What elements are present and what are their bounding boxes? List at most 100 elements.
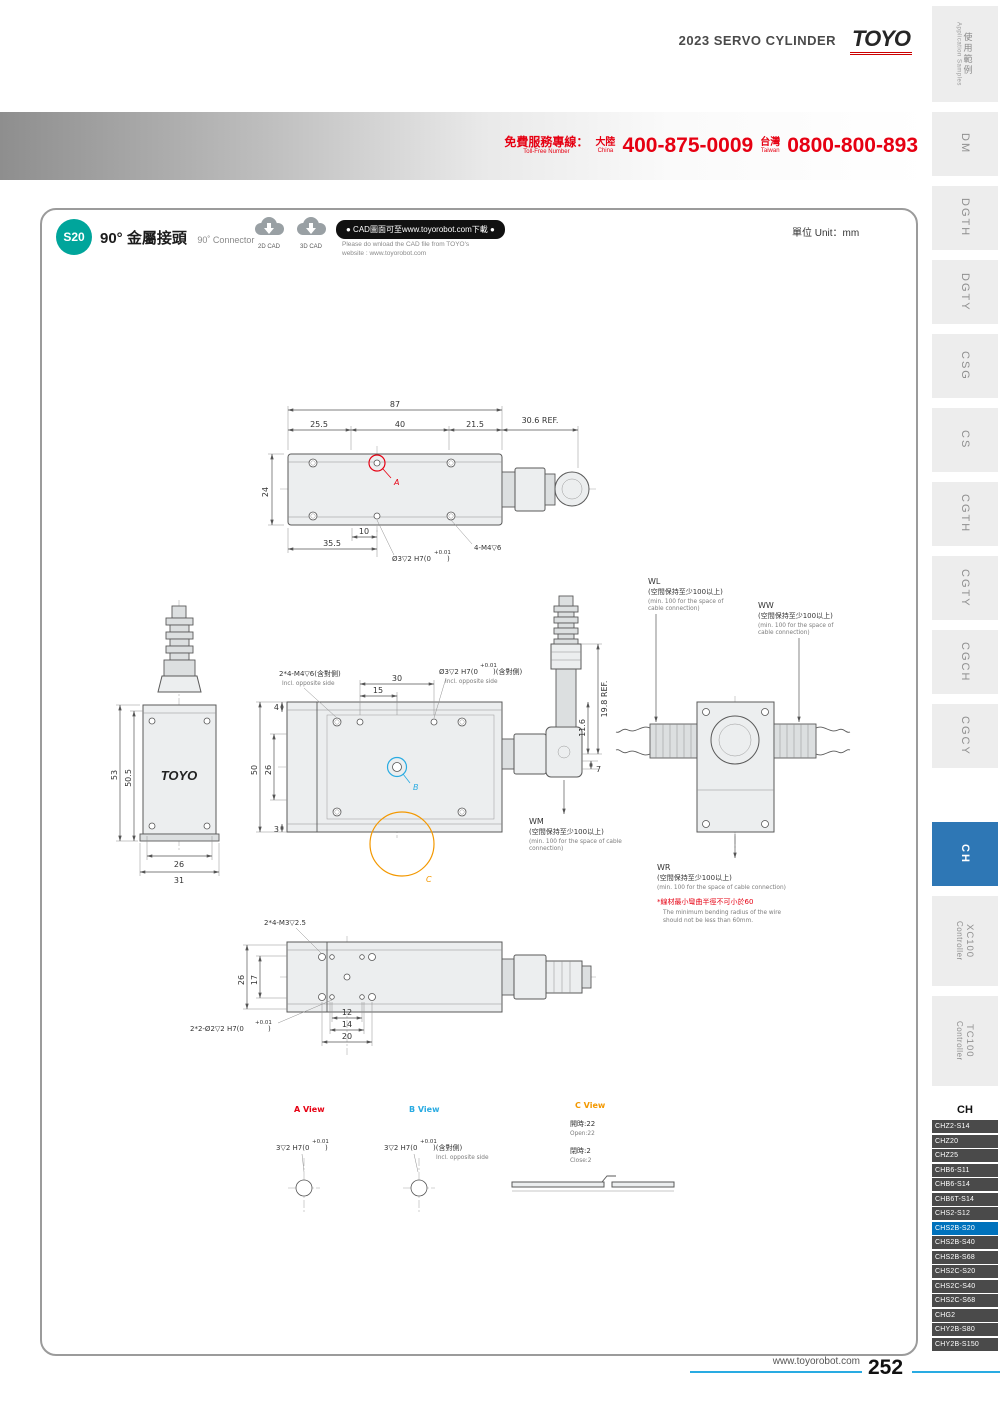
model-row-chs2c-s68[interactable]: CHS2C-S68 <box>932 1294 998 1307</box>
tab-application-samples-zh: 使用範例 <box>962 32 973 76</box>
model-row-chb6-s11[interactable]: CHB6-S11 <box>932 1163 998 1177</box>
sidebar-tab-tc100-controller[interactable]: TC100 Controller <box>932 996 998 1086</box>
plan-screws-callout: 2*4-M4▽6(含對側) <box>279 669 341 678</box>
wm-en1: (min. 100 for the space of cable <box>529 839 622 845</box>
sidebar-tab-cgth[interactable]: CGTH <box>932 482 998 546</box>
taiwan-label-zh: 台灣 <box>760 137 781 149</box>
dim-40: 40 <box>395 420 405 429</box>
toyo-logo: TOYO <box>850 26 912 55</box>
sidebar-tab-xc100-controller[interactable]: XC100 Controller <box>932 896 998 986</box>
ww-en1: (min. 100 for the space of <box>758 623 834 629</box>
sidebar-tab-dgty[interactable]: DGTY <box>932 260 998 324</box>
model-row-chz2-s14[interactable]: CHZ2-S14 <box>932 1120 998 1133</box>
model-row-chy2b-s80[interactable]: CHY2B-S80 <box>932 1323 998 1336</box>
header-title: 2023 SERVO CYLINDER <box>678 33 837 48</box>
model-row-chs2b-s68[interactable]: CHS2B-S68 <box>932 1250 998 1264</box>
tollfree-taiwan-label: 台灣 Taiwan <box>760 137 780 155</box>
dim-20: 20 <box>342 1032 352 1041</box>
bottom-view-connector <box>501 954 592 1000</box>
page-header: 2023 SERVO CYLINDER TOYO <box>0 26 918 55</box>
model-row-chs2b-s20[interactable]: CHS2B-S20 <box>932 1221 998 1235</box>
a-view-callout: 3▽2 H7(0 <box>276 1144 309 1152</box>
plan-view: 2*4-M4▽6(含對側) Incl. opposite side 30 15 … <box>250 595 622 884</box>
tollfree-label-en: Toll-Free Number <box>523 149 570 156</box>
dim-26-plan: 26 <box>264 765 273 775</box>
plan-hole-callout: Ø3▽2 H7(0 <box>439 668 478 676</box>
wr-title: WR <box>657 863 671 872</box>
pin-hole-callout: Ø3▽2 H7(0 <box>392 555 431 563</box>
tollfree-label-zh: 免費服務專線： <box>504 135 589 150</box>
cad-3d-download[interactable]: 3D CAD <box>292 216 330 250</box>
model-row-chs2c-s40[interactable]: CHS2C-S40 <box>932 1279 998 1293</box>
taiwan-phone-number: 0800-800-893 <box>787 134 918 157</box>
model-badge-label: S20 <box>63 230 85 244</box>
sidebar-tab-cs[interactable]: CS <box>932 408 998 472</box>
c-view-open-en: Open:22 <box>570 1131 595 1137</box>
model-row-chg2[interactable]: CHG2 <box>932 1308 998 1322</box>
model-row-chs2-s12[interactable]: CHS2-S12 <box>932 1207 998 1220</box>
top-view-connector <box>501 467 590 512</box>
cad-note-line2: website : www.toyorobot.com <box>342 249 427 257</box>
model-row-chs2c-s20[interactable]: CHS2C-S20 <box>932 1265 998 1278</box>
dim-31: 31 <box>174 876 184 885</box>
sidebar-tab-ch[interactable]: CH <box>932 822 998 886</box>
tab-xc100-sub: Controller <box>955 921 964 961</box>
sidebar-tab-dgth[interactable]: DGTH <box>932 186 998 250</box>
pin-hole-tolerance: +0.01 <box>434 550 451 556</box>
detail-views: A View 3▽2 H7(0 +0.01 ) B View 3▽2 H7(0 … <box>276 1101 675 1212</box>
sidebar-tab-cgcy[interactable]: CGCY <box>932 704 998 768</box>
bottom-view: 2*4-M3▽2.5 26 17 2*2-Ø2▽2 H7(0 +0.01 ) 1… <box>190 919 598 1055</box>
tollfree-china-label: 大陸 China <box>595 137 615 155</box>
sidebar-tab-application-samples[interactable]: 使用範例 Application Samples <box>932 6 998 102</box>
model-row-chy2b-s150[interactable]: CHY2B-S150 <box>932 1337 998 1351</box>
tab-cgth-label: CGTH <box>959 494 971 534</box>
footer-rule-left <box>690 1371 862 1373</box>
footer-rule-right <box>912 1371 1000 1373</box>
sidebar-tab-cgch[interactable]: CGCH <box>932 630 998 694</box>
c-view-close-zh: 閉時:2 <box>570 1147 591 1155</box>
marker-c-label: C <box>426 875 432 884</box>
model-row-chb6-s14[interactable]: CHB6-S14 <box>932 1178 998 1191</box>
bend-radius-zh: *線材最小彎曲半徑不可小於60 <box>657 897 753 906</box>
dim-15: 15 <box>373 686 383 695</box>
model-row-chs2b-s40[interactable]: CHS2B-S40 <box>932 1236 998 1249</box>
dim-50-5: 50.5 <box>124 769 133 787</box>
note-wm: WM (空間保持至少100以上) (min. 100 for the space… <box>529 817 622 852</box>
thread-callout: 4-M4▽6 <box>474 544 502 552</box>
sidebar-tab-cgty[interactable]: CGTY <box>932 556 998 620</box>
wl-en1: (min. 100 for the space of <box>648 599 724 605</box>
bottom-hole-callout: 2*2-Ø2▽2 H7(0 <box>190 1025 244 1033</box>
dim-24: 24 <box>261 487 270 497</box>
top-view-dimension-lines <box>268 406 579 557</box>
page-title-zh: 90° 金屬接頭 <box>100 230 187 247</box>
end-view: WL (空間保持至少100以上) (min. 100 for the space… <box>615 577 851 924</box>
plan-hole-callout-en: Incl. opposite side <box>445 679 498 685</box>
plan-hole-tolerance: +0.01 <box>480 663 497 669</box>
tab-tc100-sub: Controller <box>955 1021 964 1061</box>
model-row-chz25[interactable]: CHZ25 <box>932 1149 998 1162</box>
tab-tc100-label: TC100 <box>964 1024 975 1058</box>
cad-download-banner[interactable]: ● CAD圖面可至www.toyorobot.com下載 ● <box>336 220 505 239</box>
dim-14: 14 <box>342 1020 352 1029</box>
plan-screws-callout-en: Incl. opposite side <box>282 681 335 687</box>
tab-cgty-label: CGTY <box>959 568 971 608</box>
dim-12: 12 <box>342 1008 352 1017</box>
sidebar-tab-dm[interactable]: DM <box>932 112 998 176</box>
cad-2d-label: 2D CAD <box>257 244 280 250</box>
tollfree-block: 免費服務專線： Toll-Free Number 大陸 China 400-87… <box>504 134 918 158</box>
wm-zh: (空間保持至少100以上) <box>529 827 604 836</box>
plan-view-holes <box>332 717 467 817</box>
b-view-tolerance: +0.01 <box>420 1139 437 1145</box>
b-view-callout: 3▽2 H7(0 <box>384 1144 417 1152</box>
model-row-chb6t-s14[interactable]: CHB6T-S14 <box>932 1192 998 1206</box>
detail-marker-b: B <box>386 756 419 792</box>
a-view-title: A View <box>294 1105 325 1114</box>
cloud-download-3d-icon <box>297 217 326 235</box>
cad-2d-download[interactable]: 2D CAD <box>250 216 288 250</box>
sidebar-tab-csg[interactable]: CSG <box>932 334 998 398</box>
front-view: TOYO 53 50.5 26 31 <box>110 600 220 885</box>
model-row-chz20[interactable]: CHZ20 <box>932 1134 998 1148</box>
footer-url[interactable]: www.toyorobot.com <box>772 1356 860 1367</box>
plan-view-dimension-lines <box>256 643 602 833</box>
